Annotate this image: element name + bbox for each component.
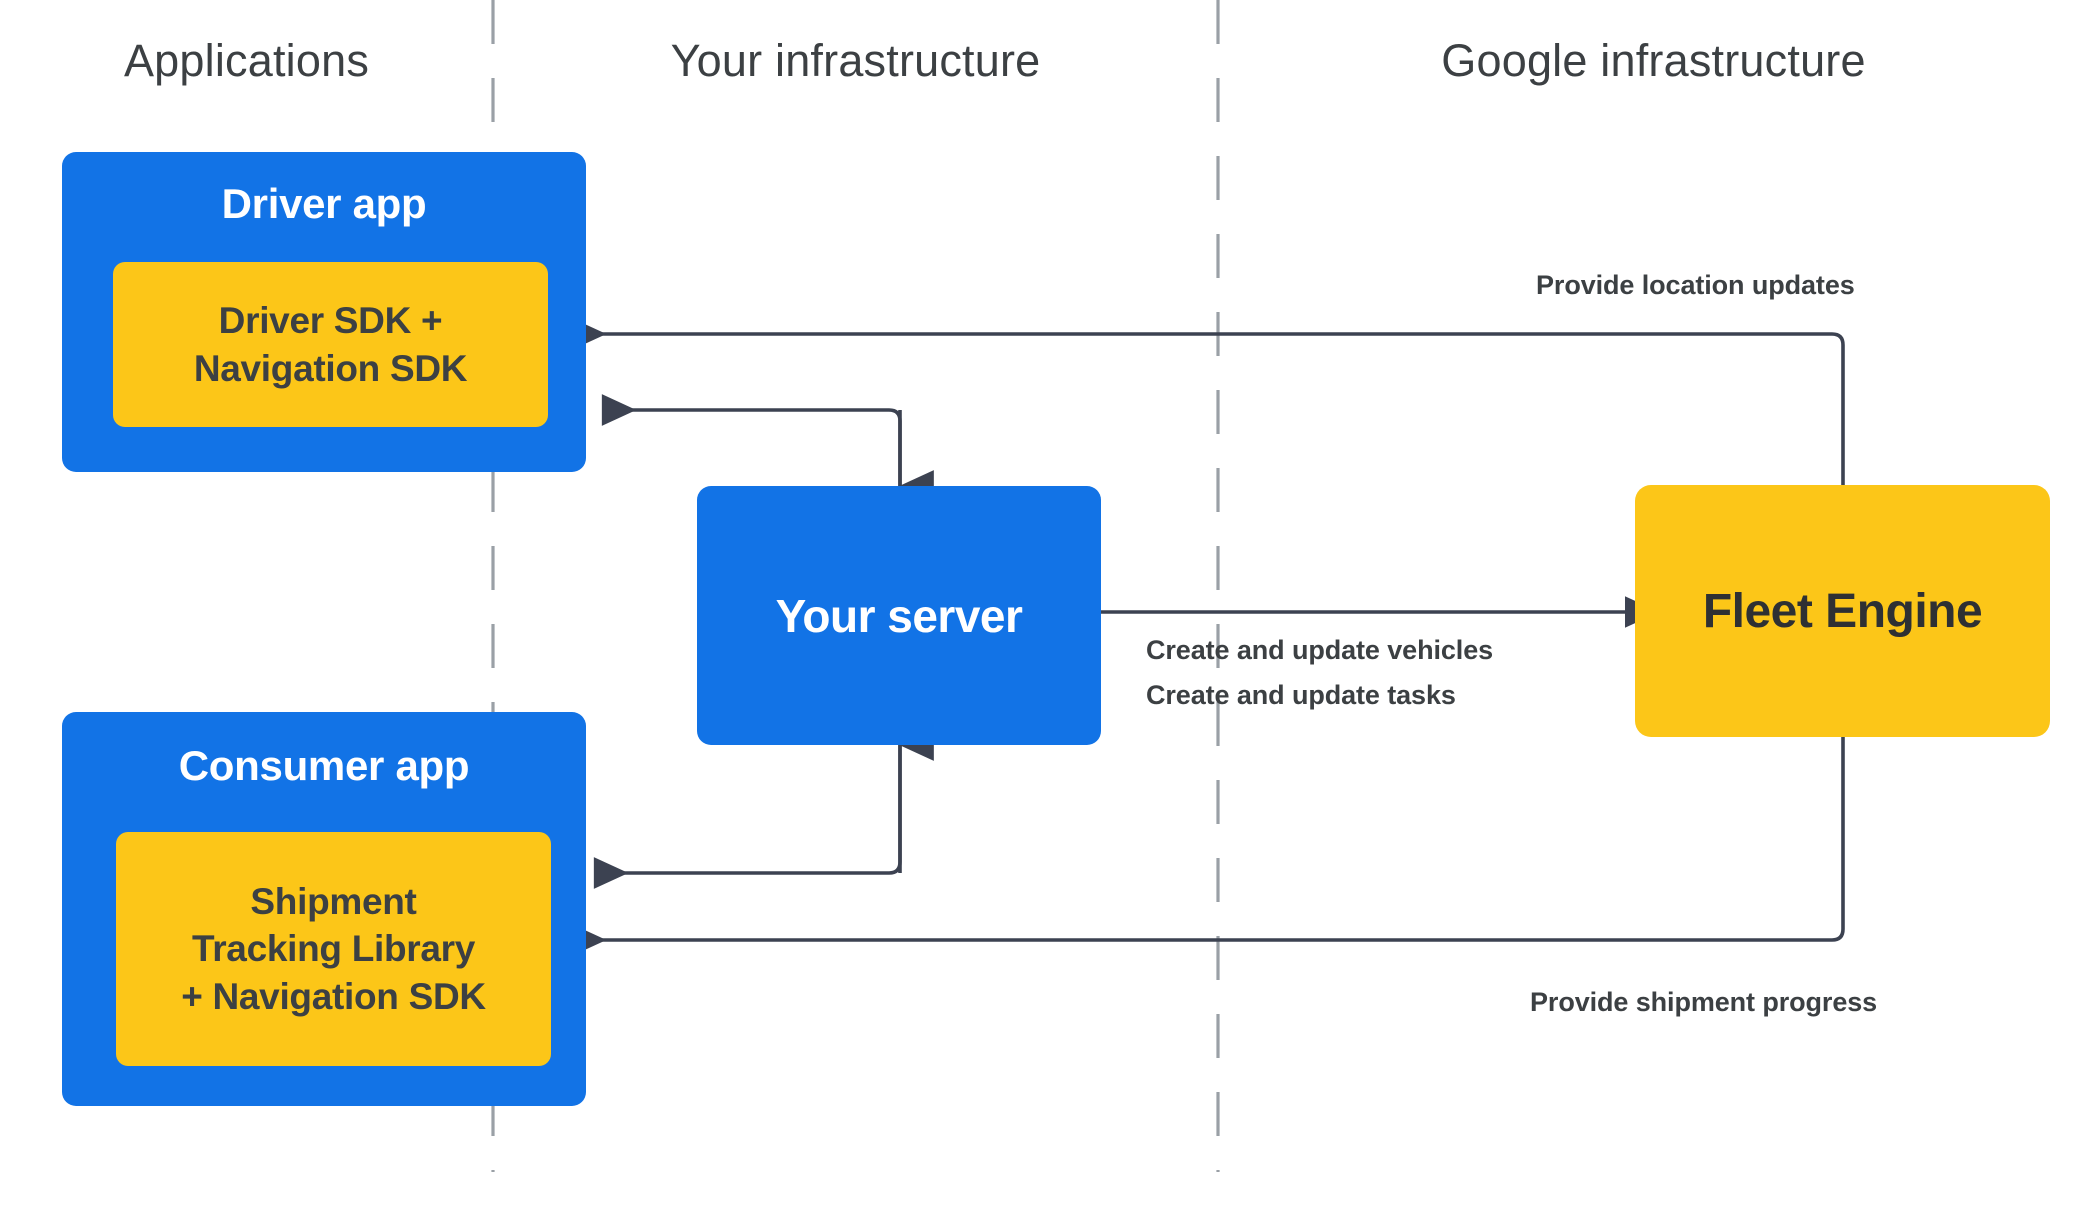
- driver-sdk-line-2: Navigation SDK: [193, 347, 468, 389]
- column-header-applications: Applications: [123, 35, 370, 86]
- column-header-google-infrastructure: Google infrastructure: [1441, 35, 1866, 86]
- edge-label-create-vehicles: Create and update vehicles: [1146, 635, 1494, 665]
- edge-shipment-progress: [571, 737, 1845, 956]
- driver-sdk-line-1: Driver SDK +: [218, 300, 443, 342]
- fleet-engine-box[interactable]: Fleet Engine: [1635, 485, 2050, 737]
- column-header-your-infrastructure: Your infrastructure: [670, 35, 1041, 86]
- edge-server-to-driver: [601, 394, 902, 486]
- consumer-sdk-line-2: Tracking Library: [191, 928, 476, 970]
- edge-label-create-tasks: Create and update tasks: [1146, 680, 1456, 710]
- your-server-box[interactable]: Your server: [697, 486, 1101, 745]
- driver-sdk-box[interactable]: Driver SDK + Navigation SDK: [113, 262, 548, 427]
- driver-app-title: Driver app: [221, 180, 427, 227]
- consumer-sdk-line-3: + Navigation SDK: [181, 975, 486, 1017]
- edge-label-location-updates: Provide location updates: [1536, 270, 1855, 300]
- consumer-app-title: Consumer app: [178, 742, 470, 789]
- driver-app-box[interactable]: Driver app Driver SDK + Navigation SDK: [62, 152, 586, 472]
- edge-label-shipment-progress: Provide shipment progress: [1530, 987, 1878, 1017]
- edge-server-to-consumer: [593, 745, 902, 889]
- consumer-app-box[interactable]: Consumer app Shipment Tracking Library +…: [62, 712, 586, 1106]
- consumer-sdk-line-1: Shipment: [250, 880, 417, 922]
- edge-location-updates: [571, 318, 1845, 485]
- consumer-sdk-box[interactable]: Shipment Tracking Library + Navigation S…: [116, 832, 551, 1066]
